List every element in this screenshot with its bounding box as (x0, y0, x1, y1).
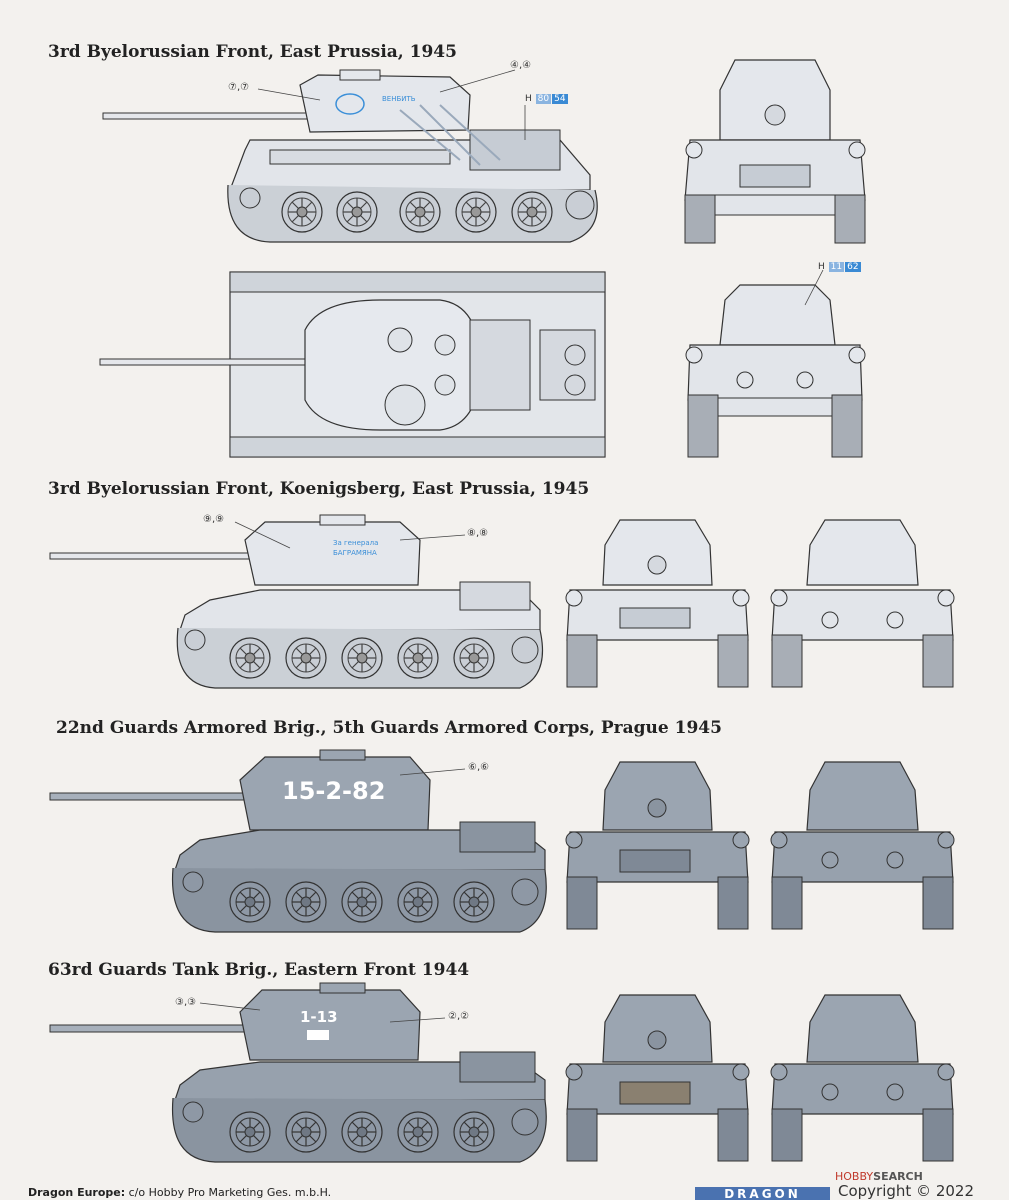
copyright-text: Copyright © 2022 (838, 1182, 975, 1200)
tank3-side-view: 15-2-82 (49, 749, 547, 933)
footer-company-name: Dragon Europe: (28, 1186, 126, 1199)
section-heading-4: 63rd Guards Tank Brig., Eastern Front 19… (48, 960, 470, 980)
tank4-rear-view (770, 994, 955, 1162)
tank1-turret-text: ВЕНБИТЬ (382, 95, 416, 103)
tank2-rear-view (770, 519, 955, 688)
tank2-turret-text-line2: БАГРАМЯНА (333, 549, 377, 557)
footer-company: Dragon Europe: c/o Hobby Pro Marketing G… (28, 1186, 331, 1199)
tank1-top-view (99, 271, 606, 458)
hobby-search-watermark: HOBBYSEARCH (835, 1170, 923, 1183)
tank4-side-view: 1-13 (49, 982, 547, 1163)
tank3-rear-view (770, 761, 955, 930)
tank4-turret-number: 1-13 (300, 1008, 338, 1026)
marker-code-b: 54 (552, 94, 568, 104)
callout-4: ④,④ (510, 60, 532, 71)
tank3-turret-number: 15-2-82 (282, 777, 385, 805)
callout-3: ③,③ (175, 997, 197, 1008)
callout-8: ⑧,⑧ (467, 528, 489, 539)
tank1-front-view (684, 59, 866, 244)
callout-7: ⑦,⑦ (228, 82, 250, 93)
tank4-front-view (565, 994, 750, 1162)
marker-label: H (525, 94, 532, 104)
dragon-logo: DRAGON (695, 1187, 830, 1200)
section-heading-2: 3rd Byelorussian Front, Koenigsberg, Eas… (48, 479, 590, 499)
section-heading-1: 3rd Byelorussian Front, East Prussia, 19… (48, 42, 457, 62)
callout-2: ②,② (448, 1011, 470, 1022)
watermark-part-a: HOBBY (835, 1170, 874, 1183)
marker-label: H (818, 262, 825, 272)
tank1-side-view: ВЕНБИТЬ (102, 69, 598, 243)
footer-company-address: c/o Hobby Pro Marketing Ges. m.b.H. (125, 1186, 332, 1199)
callout-9: ⑨,⑨ (203, 514, 225, 525)
tank2-turret-text-line1: За генерала (333, 539, 378, 547)
marker-code-a: 11 (828, 262, 845, 272)
tank2-front-view (565, 519, 750, 688)
section-heading-3: 22nd Guards Armored Brig., 5th Guards Ar… (56, 718, 722, 738)
marker-code-a: 80 (535, 94, 552, 104)
tank1-rear-view (685, 284, 866, 458)
watermark-part-b: SEARCH (873, 1170, 923, 1183)
marker-code-b: 62 (845, 262, 861, 272)
tank2-side-view: За генерала БАГРАМЯНА (49, 514, 544, 689)
tank3-front-view (565, 761, 750, 930)
callout-6: ⑥,⑥ (468, 762, 490, 773)
callout-leader-lines (199, 69, 824, 1023)
